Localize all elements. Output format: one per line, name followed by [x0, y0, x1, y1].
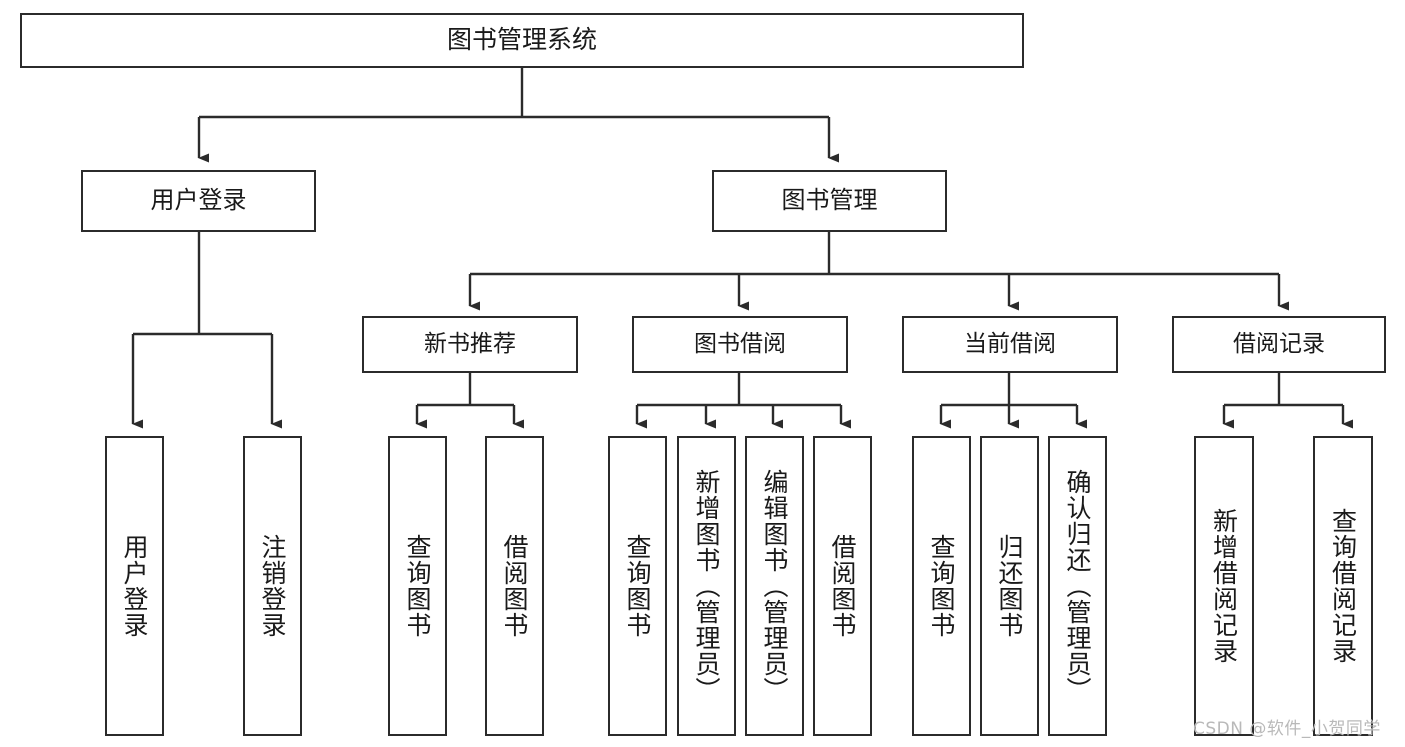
- leaf-query-book-3[interactable]: 查询图书: [912, 436, 971, 736]
- node-label: 新增借阅记录: [1209, 508, 1239, 664]
- leaf-edit-book[interactable]: 编辑图书（管理员）: [745, 436, 804, 736]
- node-label: 归还图书: [995, 534, 1024, 638]
- node-label: 查询借阅记录: [1328, 508, 1358, 664]
- node-book-borrow[interactable]: 图书借阅: [632, 316, 848, 373]
- node-label: 查询图书: [927, 534, 956, 638]
- node-label: 新增图书（管理员）: [692, 469, 721, 703]
- node-label: 借阅图书: [500, 534, 529, 638]
- node-label: 确认归还（管理员）: [1063, 469, 1092, 703]
- node-root-system[interactable]: 图书管理系统: [20, 13, 1024, 68]
- leaf-query-book-1[interactable]: 查询图书: [388, 436, 447, 736]
- node-user-login[interactable]: 用户登录: [81, 170, 316, 232]
- leaf-query-book-2[interactable]: 查询图书: [608, 436, 667, 736]
- node-label: 查询图书: [623, 534, 652, 638]
- leaf-add-record[interactable]: 新增借阅记录: [1194, 436, 1254, 736]
- node-new-book-recommend[interactable]: 新书推荐: [362, 316, 578, 373]
- node-borrow-record[interactable]: 借阅记录: [1172, 316, 1386, 373]
- node-label: 图书管理: [781, 186, 878, 215]
- leaf-add-book[interactable]: 新增图书（管理员）: [677, 436, 736, 736]
- leaf-query-record[interactable]: 查询借阅记录: [1313, 436, 1373, 736]
- node-label: 当前借阅: [964, 331, 1056, 358]
- leaf-return-book[interactable]: 归还图书: [980, 436, 1039, 736]
- node-label: 用户登录: [150, 186, 247, 215]
- node-label: 新书推荐: [424, 331, 516, 358]
- leaf-logout[interactable]: 注销登录: [243, 436, 302, 736]
- node-book-manage[interactable]: 图书管理: [712, 170, 947, 232]
- leaf-borrow-book-2[interactable]: 借阅图书: [813, 436, 872, 736]
- leaf-user-login[interactable]: 用户登录: [105, 436, 164, 736]
- node-label: 编辑图书（管理员）: [760, 469, 789, 703]
- node-label: 查询图书: [403, 534, 432, 638]
- node-label: 借阅图书: [828, 534, 857, 638]
- node-label: 注销登录: [258, 534, 287, 638]
- node-current-borrow[interactable]: 当前借阅: [902, 316, 1118, 373]
- node-label: 图书借阅: [694, 331, 786, 358]
- node-label: 借阅记录: [1233, 331, 1325, 358]
- node-label: 图书管理系统: [446, 25, 597, 55]
- leaf-borrow-book-1[interactable]: 借阅图书: [485, 436, 544, 736]
- node-label: 用户登录: [120, 534, 149, 638]
- csdn-watermark: CSDN @软件_小贺同学: [1193, 719, 1381, 739]
- leaf-confirm-return[interactable]: 确认归还（管理员）: [1048, 436, 1107, 736]
